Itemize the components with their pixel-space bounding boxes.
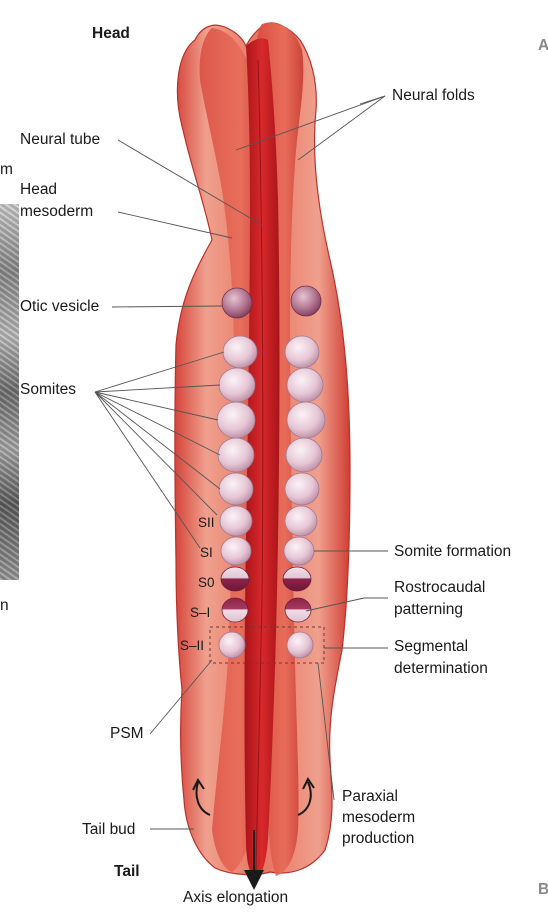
cropped-left-fragment-top: m (0, 160, 13, 179)
label-s-i: SI (200, 543, 213, 562)
label-s-0: S0 (198, 573, 215, 592)
label-somite-formation: Somite formation (394, 542, 511, 561)
label-head: Head (92, 24, 130, 43)
label-otic-vesicle: Otic vesicle (20, 297, 99, 316)
label-tail: Tail (114, 862, 140, 881)
label-neural-tube: Neural tube (20, 130, 100, 149)
label-rostrocaudal-2: patterning (394, 600, 463, 619)
label-rostrocaudal-1: Rostrocaudal (394, 578, 485, 597)
label-s-ii: SII (198, 513, 215, 532)
label-paraxial-1: Paraxial (342, 787, 398, 806)
label-neural-folds: Neural folds (392, 86, 475, 105)
cropped-left-fragment-bottom: n (0, 596, 9, 615)
label-paraxial-3: production (342, 829, 414, 848)
label-head-mesoderm-1: Head (20, 180, 57, 199)
label-psm: PSM (110, 724, 144, 743)
label-s-minus-ii: S–II (180, 636, 204, 655)
label-tail-bud: Tail bud (82, 820, 135, 839)
label-somites: Somites (20, 380, 76, 399)
label-head-mesoderm-2: mesoderm (20, 202, 93, 221)
label-s-minus-i: S–I (190, 603, 210, 622)
label-axis-elongation: Axis elongation (183, 888, 288, 907)
cropped-right-fragment-bottom: B (538, 880, 548, 899)
label-segmental-1: Segmental (394, 637, 468, 656)
label-paraxial-2: mesoderm (342, 808, 415, 827)
label-segmental-2: determination (394, 659, 488, 678)
cropped-right-fragment-top: A (538, 36, 548, 55)
